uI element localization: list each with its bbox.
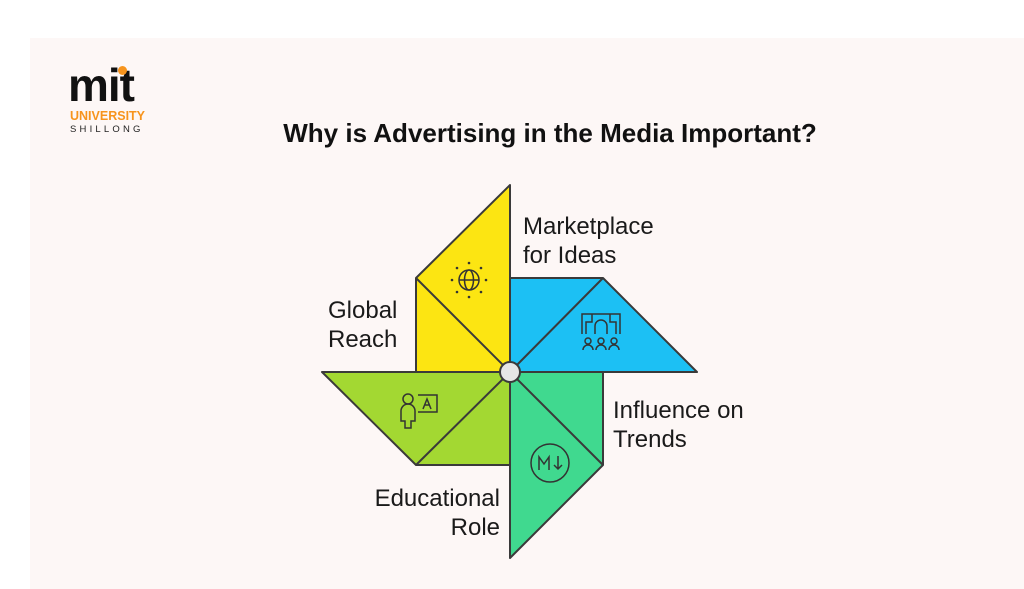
label-global-reach: Global Reach bbox=[328, 296, 397, 354]
globe-icon bbox=[450, 261, 488, 299]
label-influence: Influence on Trends bbox=[613, 396, 744, 454]
center-pin bbox=[499, 361, 521, 383]
logo-university: UNIVERSITY bbox=[70, 109, 146, 123]
segment-influence bbox=[509, 371, 604, 559]
logo-shillong: SHILLONG bbox=[70, 124, 144, 135]
markdown-icon bbox=[530, 443, 570, 483]
segment-educational bbox=[321, 371, 511, 466]
label-line: Marketplace bbox=[523, 213, 654, 240]
label-marketplace: Marketplace for Ideas bbox=[523, 212, 654, 270]
label-educational: Educational Role bbox=[375, 484, 500, 542]
label-line: Educational bbox=[374, 485, 500, 512]
label-line: Reach bbox=[328, 326, 398, 353]
segment-marketplace bbox=[509, 277, 698, 373]
mit-logo: mit UNIVERSITY SHILLONG bbox=[62, 62, 162, 142]
audience-icon bbox=[581, 313, 621, 351]
segment-global-reach bbox=[415, 184, 511, 373]
label-line: Trends bbox=[613, 426, 687, 453]
teacher-icon bbox=[400, 393, 438, 429]
label-line: Global bbox=[328, 297, 398, 324]
page-title: Why is Advertising in the Media Importan… bbox=[283, 118, 817, 148]
label-line: for Ideas bbox=[523, 242, 617, 269]
logo-dot bbox=[118, 66, 127, 75]
label-line: Role bbox=[450, 514, 500, 541]
label-line: Influence on bbox=[613, 397, 744, 424]
